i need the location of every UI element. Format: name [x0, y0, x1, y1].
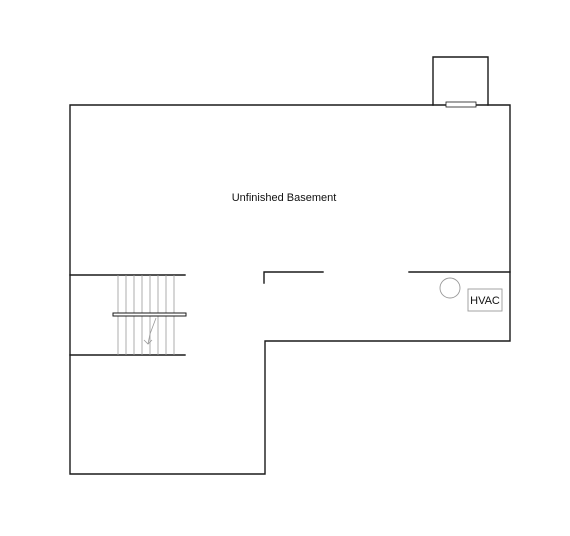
window-well	[432, 56, 489, 108]
water-heater-icon	[439, 277, 461, 299]
partial-wall-center	[263, 271, 324, 284]
staircase	[69, 274, 187, 356]
hvac-unit: HVAC	[467, 288, 503, 312]
stair-landing-rail	[112, 312, 187, 317]
window	[445, 101, 477, 108]
basement-label: Unfinished Basement	[232, 192, 337, 204]
hvac-label: HVAC	[470, 295, 500, 307]
outer-wall	[69, 104, 511, 475]
stair-direction-arrow-icon	[143, 317, 157, 345]
hvac-box	[467, 288, 503, 312]
